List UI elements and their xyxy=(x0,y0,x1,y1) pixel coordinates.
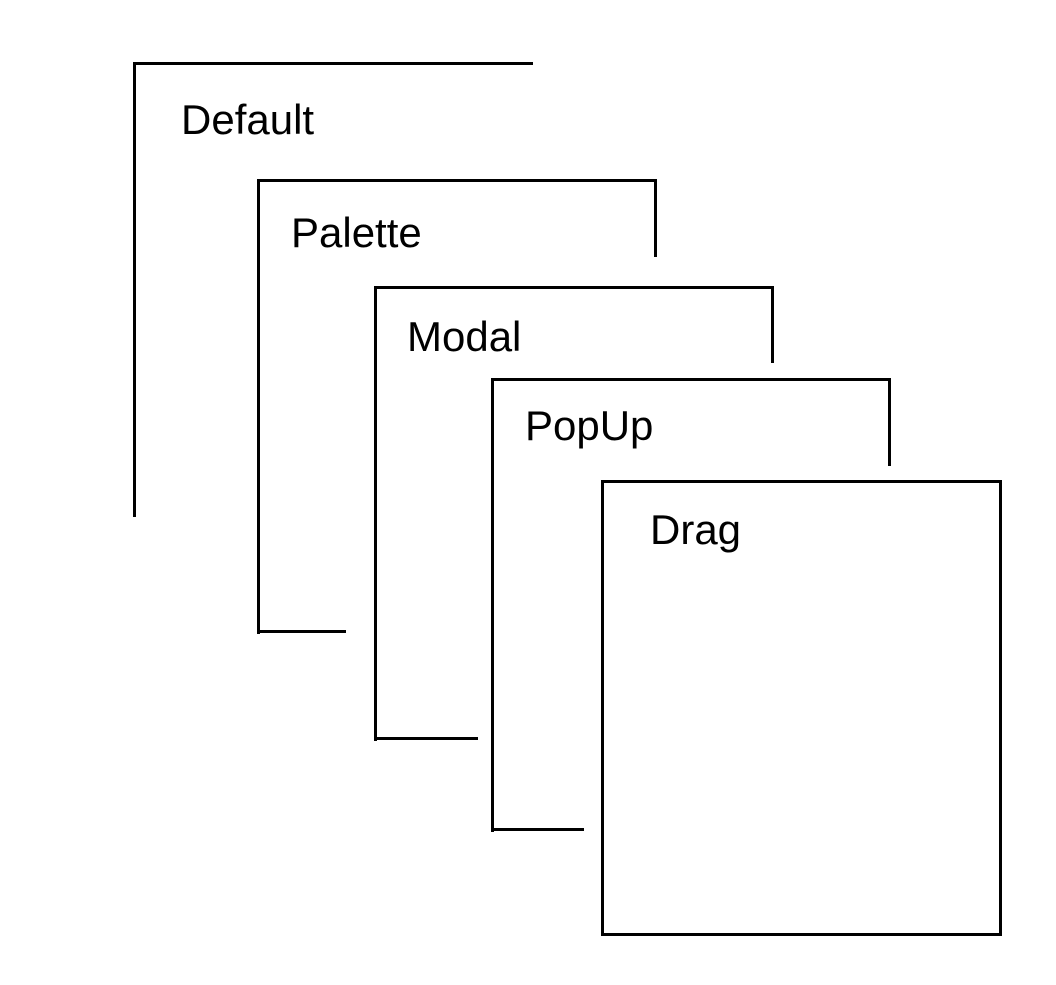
layer-default-label: Default xyxy=(181,96,315,143)
layer-modal-right-edge xyxy=(771,286,774,363)
layer-popup-right-edge xyxy=(888,378,891,466)
layer-popup-bottom-edge xyxy=(491,828,584,831)
layer-drag: Drag xyxy=(601,480,1002,936)
layer-palette-bottom-edge xyxy=(257,630,346,633)
layer-drag-label: Drag xyxy=(650,506,742,553)
layer-modal-label: Modal xyxy=(407,313,522,360)
layer-modal-bottom-edge xyxy=(374,737,478,740)
layer-palette-right-edge xyxy=(654,179,657,257)
layer-palette-label: Palette xyxy=(291,209,422,256)
layer-popup-label: PopUp xyxy=(525,402,654,449)
